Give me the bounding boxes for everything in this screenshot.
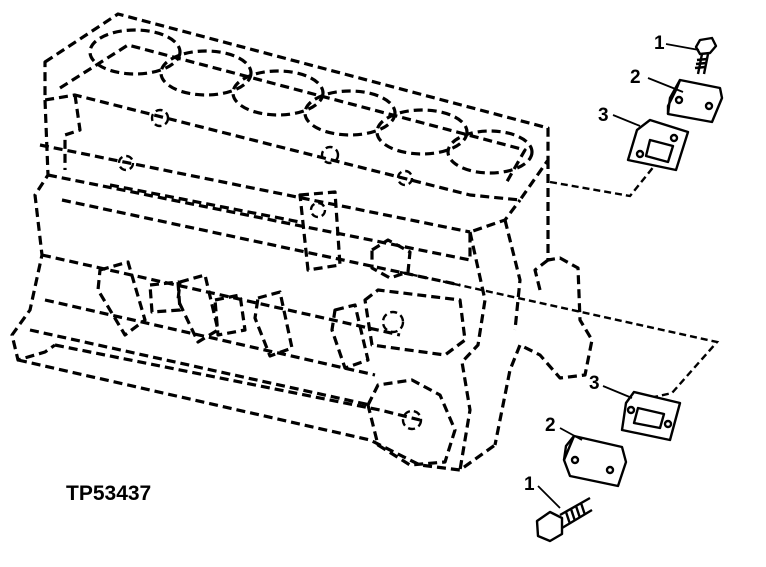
engine-block-phantom: [10, 12, 594, 472]
callout-lower-cover-plate: 2: [545, 415, 556, 436]
lower-cover-plate: [562, 434, 628, 488]
upper-cover-plate: [666, 78, 724, 124]
callout-upper-gasket: 3: [598, 105, 609, 126]
lower-leader-2: [559, 427, 583, 441]
upper-leader-2: [647, 77, 684, 93]
callout-lower-gasket: 3: [589, 373, 600, 394]
lower-gasket: [620, 390, 682, 442]
upper-alignment-line: [549, 164, 656, 198]
lower-leader-1: [537, 485, 561, 509]
callout-upper-cover-plate: 2: [630, 67, 641, 88]
lower-leader-3: [602, 385, 633, 399]
lower-alignment-line: [399, 270, 720, 400]
lower-cap-screw: [535, 496, 593, 543]
callout-lower-cap-screw: 1: [524, 474, 535, 495]
upper-leader-1: [665, 43, 700, 51]
upper-gasket: [626, 118, 690, 172]
upper-leader-3: [612, 114, 641, 127]
figure-id: TP53437: [66, 482, 151, 505]
callout-upper-cap-screw: 1: [654, 33, 665, 54]
upper-cap-screw: [694, 36, 718, 75]
